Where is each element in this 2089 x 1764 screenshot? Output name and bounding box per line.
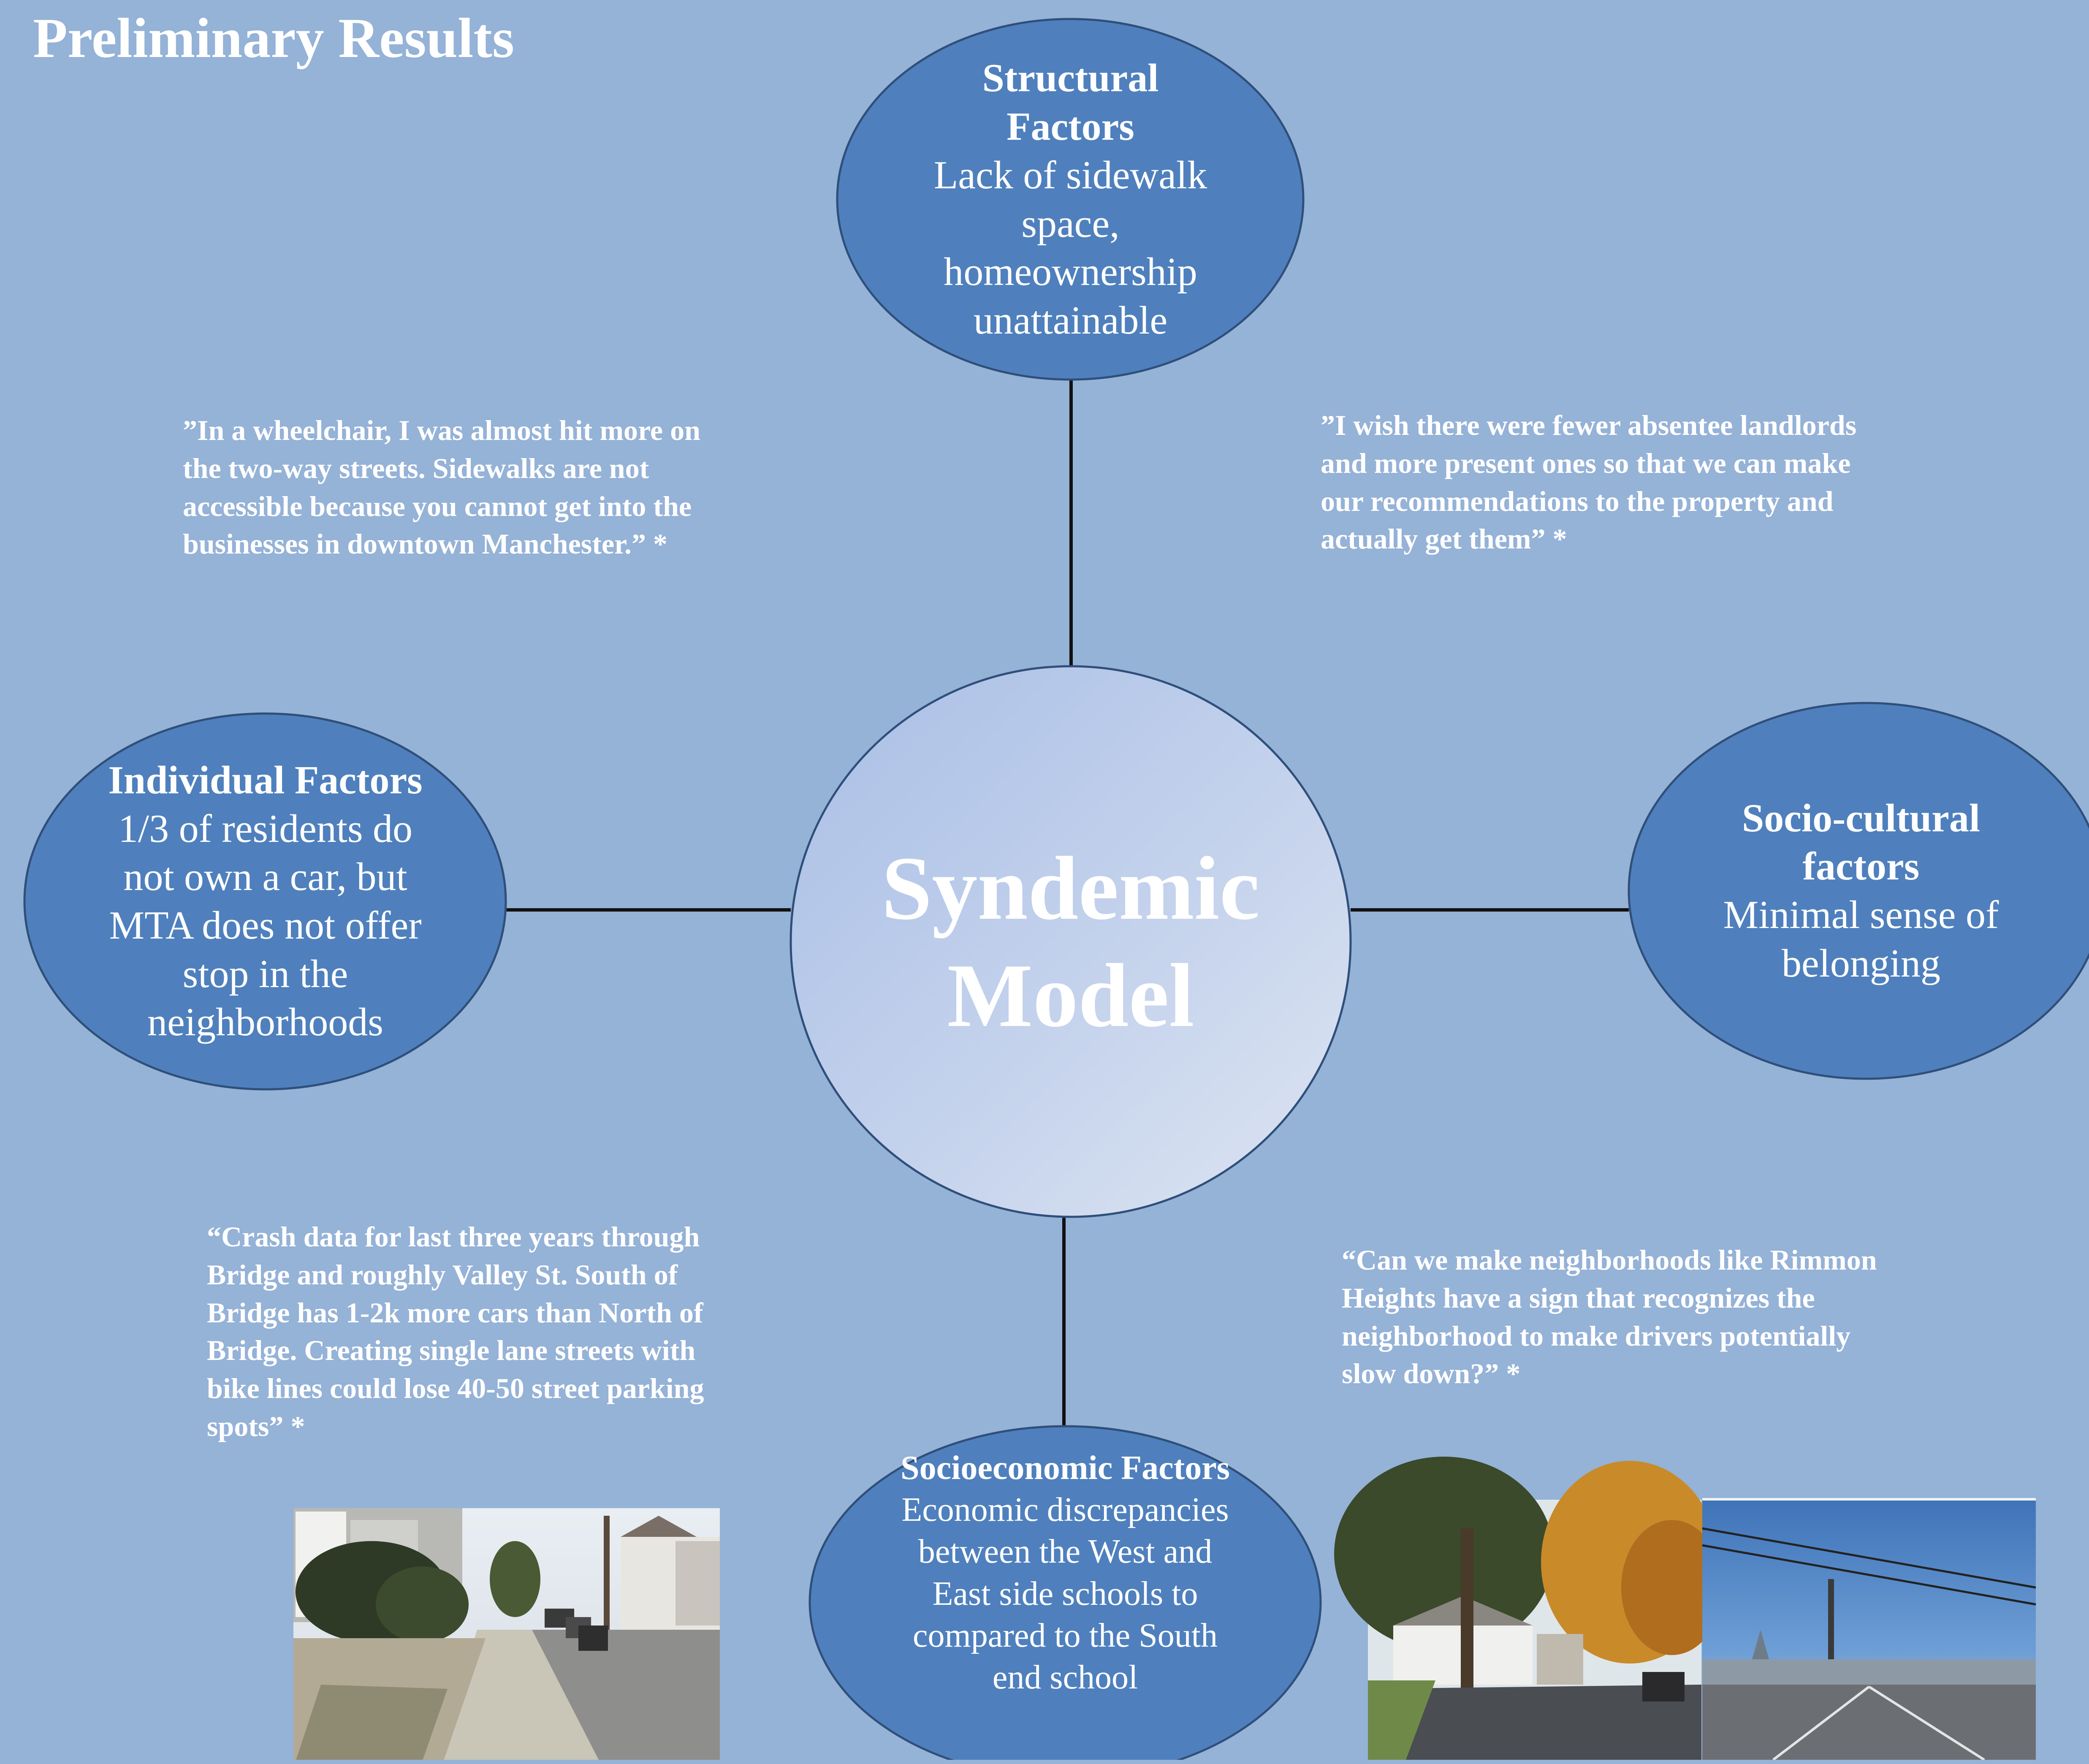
quote-wheelchair: ”In a wheelchair, I was almost hit more … xyxy=(183,414,700,560)
structural-title-line-1: Structural xyxy=(982,56,1159,100)
socioeconomic-body-line: end school xyxy=(992,1658,1138,1696)
socioeconomic-body-line: Economic discrepancies xyxy=(901,1491,1229,1529)
sociocultural-body-line: Minimal sense of xyxy=(1723,893,1999,937)
structural-body-line: homeownership xyxy=(944,250,1197,294)
structural-ellipse xyxy=(836,18,1305,381)
socioeconomic-factors-node: Socioeconomic Factors Economic discrepan… xyxy=(810,1426,1321,1764)
sociocultural-title-line-2: factors xyxy=(1802,844,1920,889)
quote-crash-data: “Crash data for last three years through… xyxy=(207,1221,704,1442)
socioeconomic-body-line: compared to the South xyxy=(912,1617,1218,1654)
center-circle xyxy=(789,665,1352,1218)
socioeconomic-title: Socioeconomic Factors xyxy=(901,1449,1230,1487)
individual-body-line: not own a car, but xyxy=(123,855,407,899)
sociocultural-ellipse xyxy=(1628,702,2089,1080)
socioeconomic-body-line: East side schools to xyxy=(932,1575,1198,1612)
individual-ellipse xyxy=(23,712,507,1091)
quote-absentee-landlords: ”I wish there were fewer absentee landlo… xyxy=(1321,409,1857,555)
photo-sidewalk xyxy=(293,1508,720,1760)
socioeconomic-ellipse xyxy=(808,1425,1322,1760)
page-title: Preliminary Results xyxy=(33,7,515,69)
individual-title: Individual Factors xyxy=(108,758,423,802)
individual-body-line: neighborhoods xyxy=(147,1000,383,1045)
structural-body-line: space, xyxy=(1021,201,1120,246)
photo-streets xyxy=(1334,1457,2036,1760)
syndemic-model-center: Syndemic Model xyxy=(791,666,1351,1217)
individual-body-line: 1/3 of residents do xyxy=(118,806,413,851)
socioeconomic-body-line: between the West and xyxy=(918,1533,1213,1571)
sociocultural-body-line: belonging xyxy=(1782,941,1940,985)
structural-factors-node: Structural Factors Lack of sidewalk spac… xyxy=(837,19,1304,380)
center-title-line-2: Model xyxy=(947,944,1194,1046)
structural-body-line: Lack of sidewalk xyxy=(933,153,1207,197)
individual-body-line: stop in the xyxy=(182,952,348,996)
center-title-line-1: Syndemic xyxy=(882,837,1260,939)
individual-factors-node: Individual Factors 1/3 of residents do n… xyxy=(24,714,506,1089)
quote-neighborhood-sign: “Can we make neighborhoods like Rimmon H… xyxy=(1342,1244,1877,1390)
sociocultural-factors-node: Socio-cultural factors Minimal sense of … xyxy=(1629,703,2089,1079)
structural-body-line: unattainable xyxy=(973,298,1168,342)
sociocultural-title-line-1: Socio-cultural xyxy=(1742,796,1980,840)
individual-body-line: MTA does not offer xyxy=(109,904,422,947)
structural-title-line-2: Factors xyxy=(1007,105,1134,149)
